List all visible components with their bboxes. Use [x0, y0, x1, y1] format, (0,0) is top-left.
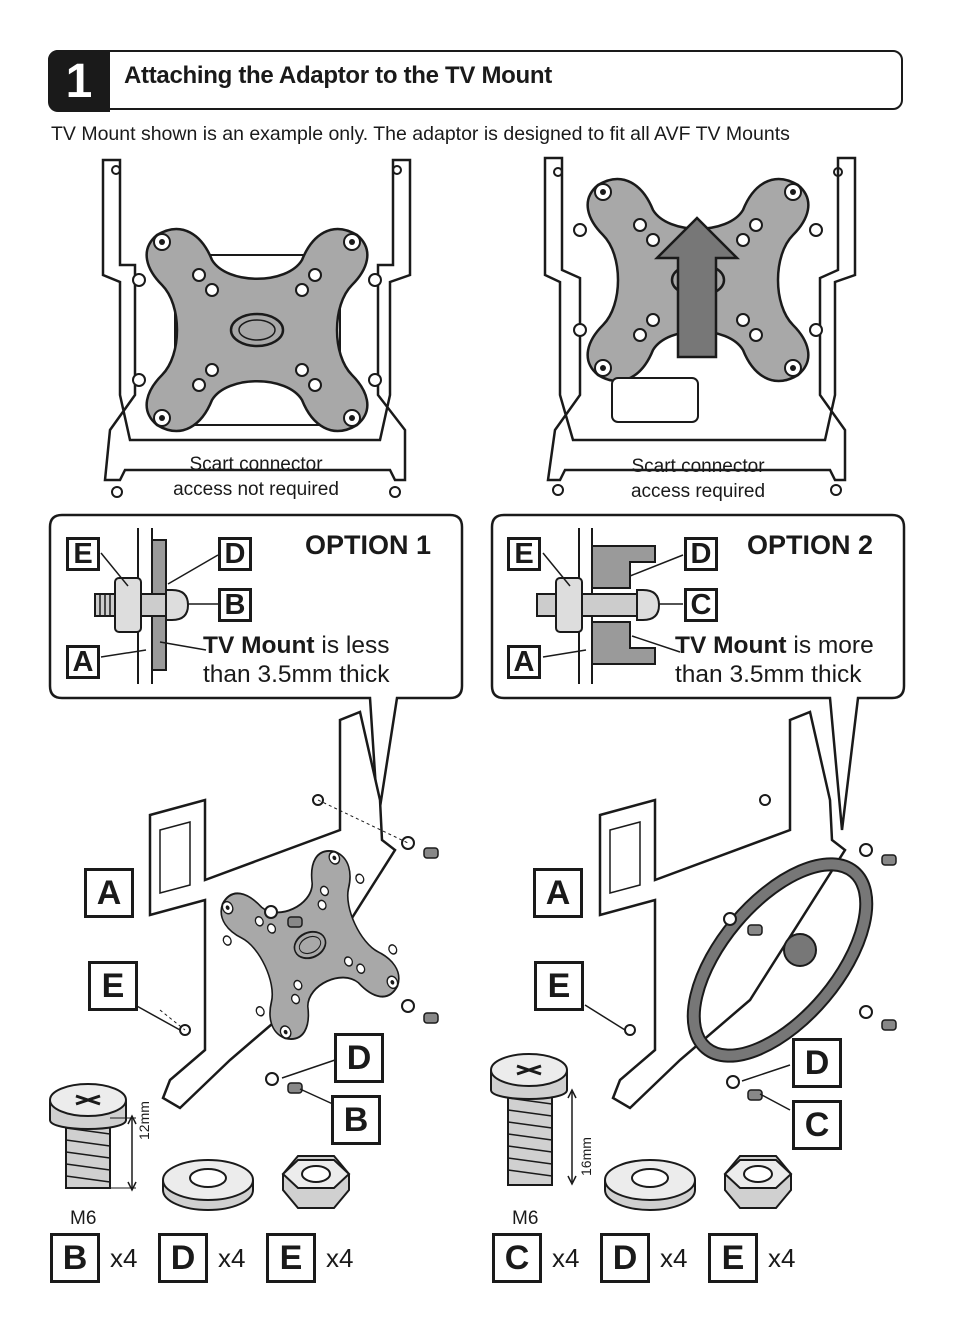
left-thread-size: M6	[70, 1208, 97, 1229]
top-right-caption: Scart connector access required	[630, 456, 766, 502]
option2-callout	[490, 513, 906, 831]
right-part-qty-3: x4	[768, 1243, 796, 1273]
option1-title: OPTION 1	[305, 530, 432, 560]
option1-label-d: D	[218, 537, 252, 571]
right-part-letter-3: E	[708, 1233, 758, 1283]
parts-right-drawing	[489, 1052, 792, 1211]
left-label-e: E	[88, 961, 138, 1011]
right-screw-length: 16mm	[578, 1137, 594, 1176]
left-part-letter-1: B	[50, 1233, 100, 1283]
right-label-d: D	[792, 1038, 842, 1088]
option1-label-e: E	[66, 537, 100, 571]
right-label-a: A	[533, 868, 583, 918]
option2-label-e: E	[507, 537, 541, 571]
right-part-qty-2: x4	[660, 1243, 688, 1273]
top-right-mount-drawing	[543, 156, 857, 496]
option2-label-a: A	[507, 645, 541, 679]
option2-title: OPTION 2	[747, 530, 874, 560]
option1-description: TV Mount is less than 3.5mm thick	[203, 632, 390, 688]
option1-label-a: A	[66, 645, 100, 679]
step-number-badge: 1	[48, 50, 110, 112]
right-label-e: E	[534, 961, 584, 1011]
right-thread-size: M6	[512, 1208, 539, 1229]
option1-callout	[48, 513, 464, 821]
right-assembly-drawing	[584, 710, 897, 1111]
option2-label-c: C	[684, 588, 718, 622]
option2-label-d: D	[684, 537, 718, 571]
top-left-mount-drawing	[101, 158, 412, 498]
left-part-qty-2: x4	[218, 1243, 246, 1273]
left-assembly-drawing	[134, 710, 439, 1110]
option2-description: TV Mount is more than 3.5mm thick	[675, 632, 874, 688]
left-screw-length: 12mm	[136, 1101, 152, 1140]
right-label-c: C	[792, 1100, 842, 1150]
left-part-qty-1: x4	[110, 1243, 138, 1273]
left-part-letter-2: D	[158, 1233, 208, 1283]
option1-label-b: B	[218, 588, 252, 622]
right-part-letter-1: C	[492, 1233, 542, 1283]
right-part-letter-2: D	[600, 1233, 650, 1283]
step-title: Attaching the Adaptor to the TV Mount	[124, 62, 552, 89]
left-part-qty-3: x4	[326, 1243, 354, 1273]
top-left-caption: Scart connector access not required	[173, 454, 339, 500]
left-label-b: B	[331, 1095, 381, 1145]
right-part-qty-1: x4	[552, 1243, 580, 1273]
left-label-a: A	[84, 868, 134, 918]
intro-note: TV Mount shown is an example only. The a…	[51, 123, 790, 145]
left-part-letter-3: E	[266, 1233, 316, 1283]
left-label-d: D	[334, 1033, 384, 1083]
parts-left-drawing	[48, 1082, 350, 1211]
